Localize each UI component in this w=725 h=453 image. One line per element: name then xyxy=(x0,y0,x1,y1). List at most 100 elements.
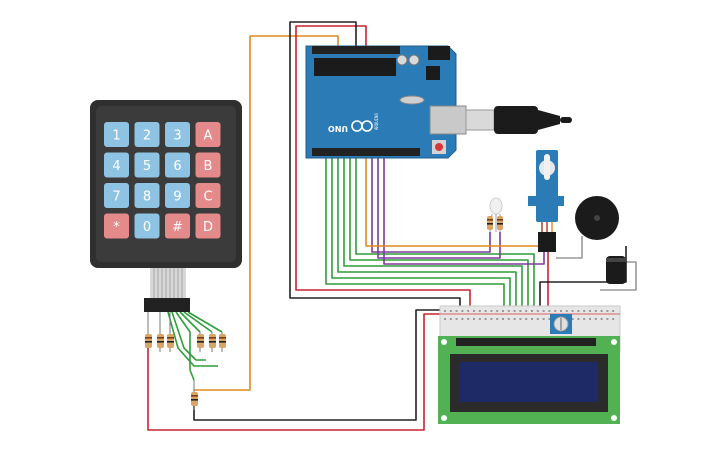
lcd-screen xyxy=(460,362,598,402)
breadboard-hole xyxy=(467,310,470,312)
resistor xyxy=(197,332,204,352)
keypad-key[interactable]: 3 xyxy=(165,122,190,147)
breadboard-hole xyxy=(473,318,475,320)
keypad-key[interactable]: 8 xyxy=(134,183,160,208)
resistor xyxy=(191,380,198,410)
keypad-key-label: 7 xyxy=(112,190,120,205)
breadboard-hole xyxy=(548,318,551,320)
arduino-capacitor xyxy=(396,54,408,66)
wire-keypad-green-6 xyxy=(167,311,218,367)
servo xyxy=(528,150,564,252)
breadboard-hole xyxy=(490,310,493,312)
keypad-key[interactable]: * xyxy=(104,213,129,239)
breadboard-hole xyxy=(519,318,522,320)
keypad-key[interactable]: A xyxy=(195,122,221,147)
breadboard-hole xyxy=(444,318,446,320)
breadboard-hole xyxy=(571,318,574,320)
keypad-key[interactable]: 2 xyxy=(134,122,160,147)
breadboard-hole xyxy=(484,318,487,320)
keypad-key[interactable]: D xyxy=(195,213,221,239)
arduino-model-label: UNO xyxy=(328,124,348,133)
capacitor xyxy=(606,256,626,284)
breadboard-hole xyxy=(577,318,580,320)
breadboard-hole xyxy=(502,310,504,312)
arduino-header-bottom xyxy=(312,148,420,156)
keypad-key[interactable]: # xyxy=(165,213,190,239)
breadboard-hole xyxy=(525,310,528,312)
keypad-ribbon-lines xyxy=(153,268,183,298)
resistor xyxy=(209,332,216,352)
breadboard-hole xyxy=(461,310,464,312)
arduino-crystal xyxy=(399,95,425,105)
wire-gray-2 xyxy=(600,261,637,291)
keypad-key-label: 1 xyxy=(112,129,120,144)
breadboard-hole xyxy=(455,318,458,320)
arduino-usb-jack xyxy=(429,105,467,135)
wire-green-4 xyxy=(343,156,523,336)
usb-plug xyxy=(494,106,538,134)
arduino-brand-label: ARDUINO xyxy=(374,113,379,130)
wire-red-top xyxy=(295,25,471,336)
wire-purple-1 xyxy=(371,156,491,253)
arduino-logo xyxy=(351,120,373,132)
breadboard-hole xyxy=(513,310,516,312)
keypad-ribbon xyxy=(150,268,186,298)
keypad-key-label: 9 xyxy=(173,190,181,205)
wire-red-bottom xyxy=(147,313,440,431)
wire-black-top xyxy=(289,21,461,336)
keypad-key[interactable]: 9 xyxy=(165,183,190,208)
keypad-key-label: * xyxy=(113,220,120,235)
keypad-key-label: A xyxy=(204,129,213,144)
breadboard-hole xyxy=(496,318,499,320)
breadboard-hole xyxy=(565,310,568,312)
wire-green-3 xyxy=(337,156,517,336)
breadboard-hole xyxy=(531,310,533,312)
breadboard-hole xyxy=(594,310,597,312)
breadboard-hole xyxy=(589,310,591,312)
usb-cable xyxy=(465,106,572,134)
keypad-key[interactable]: 4 xyxy=(104,152,129,178)
keypad-key[interactable]: 7 xyxy=(104,183,129,208)
breadboard-hole xyxy=(507,310,510,312)
keypad-key-label: 2 xyxy=(143,129,151,144)
arduino-board: UNO ARDUINO xyxy=(305,45,467,159)
resistor xyxy=(497,216,503,230)
wire-purple-2 xyxy=(377,156,501,259)
keypad-key[interactable]: C xyxy=(195,183,221,208)
keypad-key-label: 4 xyxy=(112,159,120,174)
keypad-key[interactable]: B xyxy=(195,152,221,178)
led-resistors xyxy=(487,216,503,230)
breadboard-hole xyxy=(577,310,580,312)
wire-purple-3 xyxy=(383,156,545,265)
breadboard-hole xyxy=(531,318,533,320)
breadboard-hole xyxy=(583,318,586,320)
resistor xyxy=(487,216,493,230)
wire-keypad-green-5 xyxy=(171,311,206,361)
keypad-key[interactable]: 5 xyxy=(134,152,160,178)
breadboard-hole xyxy=(548,310,551,312)
breadboard-hole xyxy=(513,318,516,320)
breadboard-hole xyxy=(589,318,591,320)
breadboard-hole xyxy=(502,318,504,320)
keypad-key-label: 0 xyxy=(143,220,151,235)
wire-keypad-green-4 xyxy=(187,311,223,333)
wire-orange xyxy=(194,35,339,391)
breadboard-hole xyxy=(484,310,487,312)
arduino-chip xyxy=(314,58,396,76)
breadboard-hole xyxy=(444,310,446,312)
breadboard-hole xyxy=(606,318,609,320)
keypad-key[interactable]: 6 xyxy=(165,152,190,178)
breadboard-hole xyxy=(583,310,586,312)
keypad-key-label: B xyxy=(204,159,213,174)
keypad-key[interactable]: 1 xyxy=(104,122,129,147)
arduino-capacitor xyxy=(408,54,420,66)
breadboard-hole xyxy=(612,310,615,312)
buzzer xyxy=(575,196,619,240)
breadboard-hole xyxy=(449,310,452,312)
lcd-display xyxy=(438,336,620,424)
breadboard-hole xyxy=(478,310,481,312)
keypad-key-label: 3 xyxy=(173,129,181,144)
keypad-key[interactable]: 0 xyxy=(134,213,160,239)
